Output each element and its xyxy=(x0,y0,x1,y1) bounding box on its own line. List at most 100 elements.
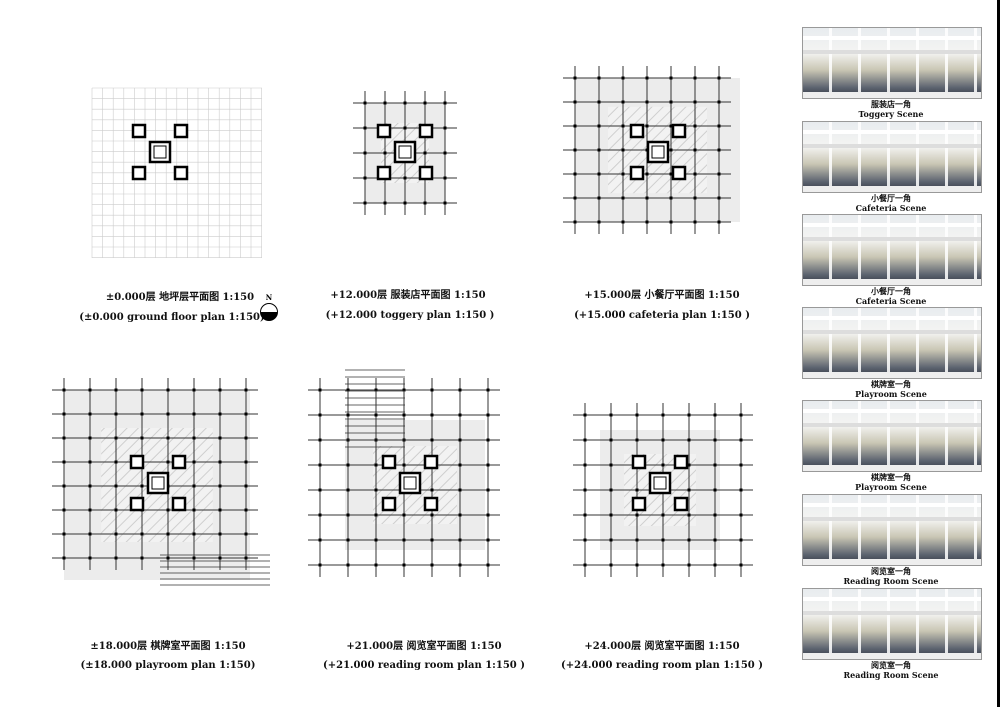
grid-column xyxy=(88,388,92,392)
grid-column xyxy=(635,488,639,492)
grid-column xyxy=(318,513,322,517)
scene-caption-en: Reading Room Scene xyxy=(843,576,939,586)
column xyxy=(131,165,147,181)
grid-column xyxy=(609,463,613,467)
grid-column xyxy=(114,484,118,488)
grid-column xyxy=(114,388,118,392)
scene-caption-cn: 阅览室一角 xyxy=(871,660,911,670)
plan-subtitle-reading-21: (+21.000 reading room plan 1:150 ) xyxy=(323,660,525,671)
grid-column xyxy=(318,438,322,442)
grid-column xyxy=(669,196,673,200)
grid-column xyxy=(717,172,721,176)
grid-column xyxy=(140,484,144,488)
grid-column xyxy=(363,201,367,205)
grid-column xyxy=(693,148,697,152)
grid-column xyxy=(383,151,387,155)
grid-column xyxy=(402,513,406,517)
plan-subtitle-toggery: (+12.000 toggery plan 1:150 ) xyxy=(325,310,495,321)
grid-column xyxy=(430,513,434,517)
grid-column xyxy=(486,388,490,392)
grid-column xyxy=(739,488,743,492)
grid-column xyxy=(661,563,665,567)
grid-column xyxy=(717,100,721,104)
grid-column xyxy=(635,538,639,542)
grid-column xyxy=(166,436,170,440)
grid-column xyxy=(363,176,367,180)
plan-subtitle-ground: (±0.000 ground floor plan 1:150) xyxy=(79,312,265,323)
north-arrow: N xyxy=(259,293,279,322)
grid-column xyxy=(486,513,490,517)
grid-column xyxy=(693,196,697,200)
scene-rendering xyxy=(802,494,982,566)
grid-column xyxy=(739,513,743,517)
core-shaft xyxy=(651,145,665,159)
grid-column xyxy=(486,488,490,492)
column xyxy=(673,496,689,512)
grid-column xyxy=(486,438,490,442)
grid-column xyxy=(114,508,118,512)
column xyxy=(423,454,439,470)
grid-column xyxy=(88,412,92,416)
grid-column xyxy=(717,220,721,224)
grid-column xyxy=(430,388,434,392)
grid-column xyxy=(573,76,577,80)
core-shaft xyxy=(646,140,670,164)
grid-column xyxy=(402,413,406,417)
column xyxy=(673,454,689,470)
column xyxy=(173,123,189,139)
column xyxy=(671,123,687,139)
grid-column xyxy=(739,538,743,542)
grid-column xyxy=(713,438,717,442)
grid-column xyxy=(88,484,92,488)
grid-column xyxy=(739,413,743,417)
grid-column xyxy=(597,76,601,80)
grid-column xyxy=(374,488,378,492)
grid-column xyxy=(402,538,406,542)
grid-column xyxy=(458,513,462,517)
grid-column xyxy=(374,388,378,392)
grid-column xyxy=(645,220,649,224)
grid-column xyxy=(346,563,350,567)
grid-column xyxy=(645,172,649,176)
grid-column xyxy=(661,538,665,542)
grid-column xyxy=(140,412,144,416)
grid-column xyxy=(62,508,66,512)
grid-column xyxy=(609,438,613,442)
plan-title-playroom: ±18.000层 棋牌室平面图 1:150 xyxy=(90,641,246,652)
grid-column xyxy=(609,538,613,542)
grid-column xyxy=(713,513,717,517)
grid-column xyxy=(621,220,625,224)
grid-column xyxy=(669,100,673,104)
grid-column xyxy=(374,563,378,567)
column xyxy=(671,165,687,181)
grid-column xyxy=(458,388,462,392)
grid-column xyxy=(645,196,649,200)
column xyxy=(631,454,647,470)
grid-column xyxy=(402,388,406,392)
plan-subtitle-cafeteria: (+15.000 cafeteria plan 1:150 ) xyxy=(574,310,750,321)
grid-column xyxy=(713,538,717,542)
core-shaft xyxy=(146,471,170,495)
plan-title-cafeteria: +15.000层 小餐厅平面图 1:150 xyxy=(584,290,740,301)
scene-floor xyxy=(803,279,981,285)
grid-column xyxy=(346,463,350,467)
column xyxy=(629,165,645,181)
scene-caption-cn: 小餐厅一角 xyxy=(871,193,911,203)
grid-column xyxy=(218,460,222,464)
grid-column xyxy=(402,463,406,467)
grid-column xyxy=(717,124,721,128)
grid-column xyxy=(443,176,447,180)
grid-column xyxy=(597,220,601,224)
grid-column xyxy=(597,196,601,200)
grid-column xyxy=(166,508,170,512)
grid-column xyxy=(458,413,462,417)
core-shaft xyxy=(648,471,672,495)
grid-column xyxy=(192,436,196,440)
grid-column xyxy=(423,151,427,155)
core-shaft xyxy=(653,476,667,490)
